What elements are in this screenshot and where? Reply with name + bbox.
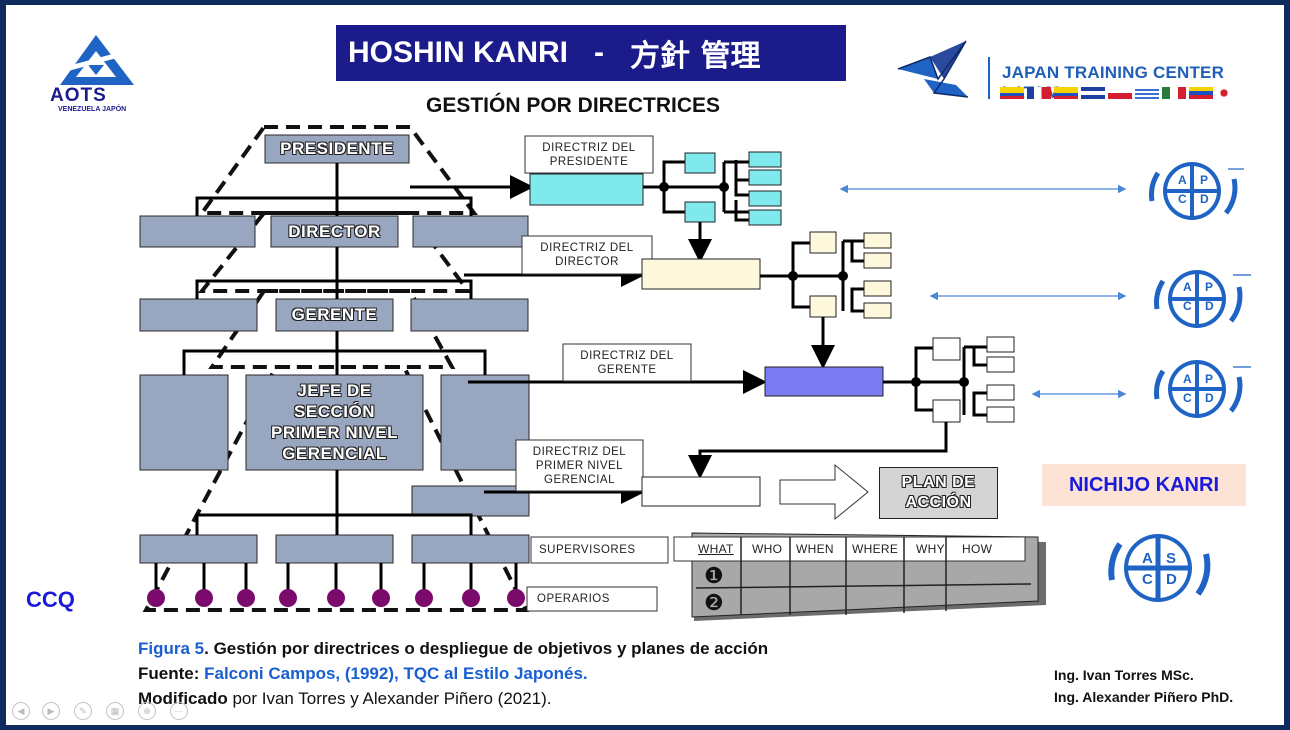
action-plan-table xyxy=(673,532,1046,621)
subtitle: GESTIÓN POR DIRECTRICES xyxy=(426,94,721,117)
caption-modificado: Modificado por Ivan Torres y Alexander P… xyxy=(138,689,552,708)
pdca-cycle-1-icon xyxy=(1149,162,1244,220)
ccq-label: CCQ xyxy=(26,587,75,612)
rank-boxes xyxy=(139,134,530,564)
more-options-icon[interactable]: ⋯ xyxy=(170,702,188,720)
directive-arrows xyxy=(410,175,767,504)
th-who: WHO xyxy=(752,542,783,556)
director-label: DIRECTOR xyxy=(288,222,381,241)
table-row-2-marker: ❷ xyxy=(704,590,724,615)
author-1: Ing. Ivan Torres MSc. xyxy=(1054,667,1194,683)
th-when: WHEN xyxy=(796,542,834,556)
flags-row xyxy=(1000,87,1232,99)
pdca-cycles xyxy=(1149,162,1251,328)
aots-name: AOTS xyxy=(50,85,107,106)
deployment-diagram xyxy=(139,125,1127,621)
title-banner: HOSHIN KANRI - 方針 管理 xyxy=(336,25,846,81)
table-row-1-marker: ❶ xyxy=(704,563,724,588)
aots-logo-icon xyxy=(60,35,134,85)
tree-gerente xyxy=(688,336,1015,479)
directive-label-boxes xyxy=(515,135,692,612)
slide: { "header": { "title": "HOSHIN KANRI", "… xyxy=(6,5,1284,725)
zoom-icon[interactable]: ⊕ xyxy=(138,702,156,720)
tree-director xyxy=(641,231,892,369)
tree-presidente xyxy=(529,151,782,263)
logo-divider xyxy=(988,57,990,99)
pdca-link-arrows xyxy=(839,184,1127,399)
table-header-row: WHAT WHO WHEN WHERE WHY HOW xyxy=(674,542,1025,558)
slides-grid-icon[interactable]: ▦ xyxy=(106,702,124,720)
th-how: HOW xyxy=(962,542,993,556)
flow-arrow-icon xyxy=(779,463,869,521)
operarios-label: OPERARIOS xyxy=(537,593,610,605)
pdca-cycle-2-icon xyxy=(1154,270,1251,328)
jefe-seccion-label: JEFE DE SECCIÓN PRIMER NIVEL GERENCIAL xyxy=(271,381,398,463)
presidente-label: PRESIDENTE xyxy=(280,139,394,158)
previous-slide-icon[interactable]: ◀ xyxy=(12,702,30,720)
primer-nivel-box xyxy=(641,476,761,507)
aots-subname: VENEZUELA JAPÓN xyxy=(58,106,127,113)
title-japanese: 方針 管理 xyxy=(630,39,761,74)
gerente-label: GERENTE xyxy=(291,305,378,324)
next-slide-icon[interactable]: ▶ xyxy=(42,702,60,720)
title-text: HOSHIN KANRI xyxy=(348,36,569,69)
pdca-cycle-3-icon xyxy=(1154,360,1251,418)
th-why: WHY xyxy=(916,542,945,556)
operario-dots xyxy=(147,589,525,607)
nichijo-kanri-label: NICHIJO KANRI xyxy=(1042,464,1246,506)
caption-figura: Figura 5. Gestión por directrices o desp… xyxy=(138,639,769,658)
sdca-cycle-icon xyxy=(1108,534,1211,602)
th-what: WHAT xyxy=(698,542,734,556)
crane-logo-icon xyxy=(897,40,969,98)
pen-icon[interactable]: ✎ xyxy=(74,702,92,720)
caption-fuente: Fuente: Falconi Campos, (1992), TQC al E… xyxy=(138,664,588,683)
title-separator: - xyxy=(594,36,605,69)
author-2: Ing. Alexander Piñero PhD. xyxy=(1054,689,1234,705)
hierarchy-trapezoids xyxy=(142,125,530,612)
supervisores-label: SUPERVISORES xyxy=(539,544,636,556)
th-where: WHERE xyxy=(852,542,899,556)
